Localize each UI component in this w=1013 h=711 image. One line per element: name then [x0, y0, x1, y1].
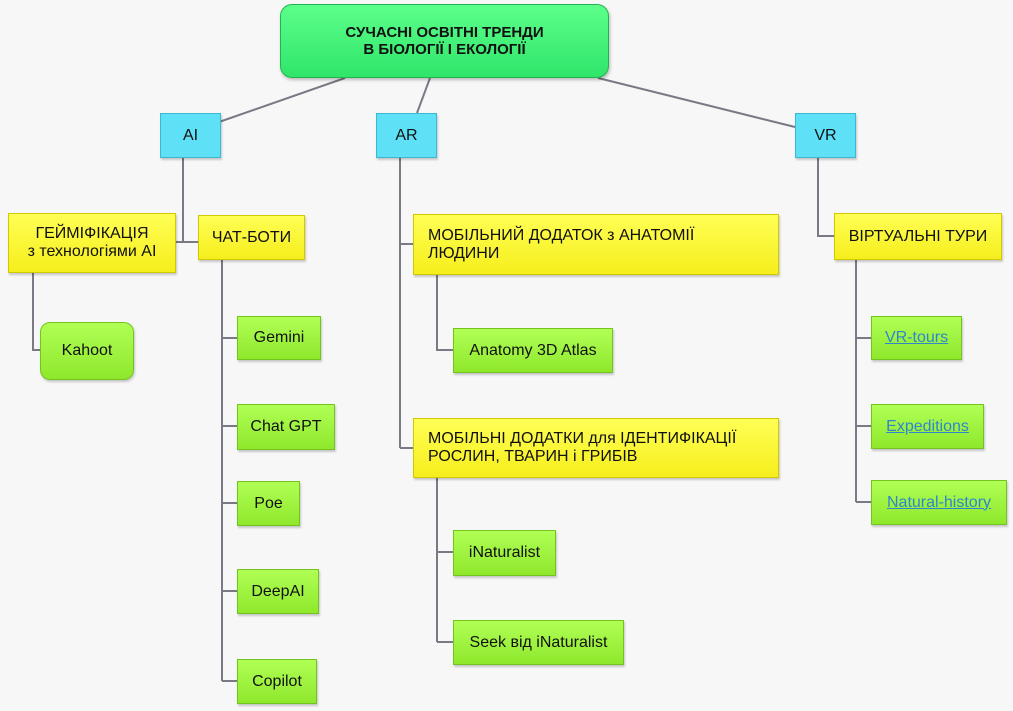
natural-history-link[interactable]: Natural-history [886, 493, 992, 511]
vr-link-expeditions: Expeditions [871, 404, 984, 449]
root-node: СУЧАСНІ ОСВІТНІ ТРЕНДИ В БІОЛОГІЇ І ЕКОЛ… [280, 4, 609, 78]
connector-anatomy-atlas [436, 275, 453, 351]
bot-chatgpt: Chat GPT [237, 404, 335, 450]
bot-copilot: Copilot [237, 659, 317, 704]
root-title-line2: В БІОЛОГІЇ І ЕКОЛОГІЇ [363, 41, 526, 58]
id-apps-node: МОБІЛЬНІ ДОДАТКИ для ІДЕНТИФІКАЦІЇ РОСЛИ… [413, 418, 779, 478]
bot-gemini: Gemini [237, 316, 321, 360]
expeditions-link[interactable]: Expeditions [886, 417, 969, 435]
id-apps-line2: РОСЛИН, ТВАРИН і ГРИБІВ [428, 448, 638, 465]
category-ar: AR [376, 113, 437, 158]
bot-poe: Poe [237, 481, 300, 526]
connector-root-vr [597, 77, 796, 128]
virtual-tours-node: ВІРТУАЛЬНІ ТУРИ [834, 213, 1002, 260]
connector-vr-tours [817, 158, 834, 237]
chatbots-node: ЧАТ-БОТИ [198, 215, 305, 260]
connector-ai-chatbots [182, 158, 198, 243]
anatomy-app-line2: ЛЮДИНИ [428, 244, 500, 262]
bot-deepai: DeepAI [237, 569, 319, 614]
gamification-node: ГЕЙМІФІКАЦІЯ з технологіями AI [8, 213, 176, 273]
gamification-line1: ГЕЙМІФІКАЦІЯ [35, 225, 149, 242]
inaturalist-node: iNaturalist [453, 530, 556, 576]
connector-gamification-kahoot [32, 273, 40, 351]
anatomy-app-line1: МОБІЛЬНИЙ ДОДАТОК з АНАТОМІЇ [428, 226, 695, 244]
vr-link-vr-tours: VR-tours [871, 316, 962, 360]
connector-root-ar [416, 77, 431, 114]
id-apps-line1: МОБІЛЬНІ ДОДАТКИ для ІДЕНТИФІКАЦІЇ [428, 430, 737, 447]
connector-root-ai [218, 77, 346, 123]
root-title-line1: СУЧАСНІ ОСВІТНІ ТРЕНДИ [345, 24, 544, 41]
vr-link-natural-history: Natural-history [871, 480, 1007, 525]
vr-tours-link[interactable]: VR-tours [884, 329, 949, 346]
category-vr: VR [795, 113, 856, 158]
gamification-line2: з технологіями AI [27, 243, 157, 260]
anatomy-app-node: МОБІЛЬНИЙ ДОДАТОК з АНАТОМІЇ ЛЮДИНИ [413, 214, 779, 275]
kahoot-node: Kahoot [40, 322, 134, 380]
anatomy-atlas-node: Anatomy 3D Atlas [453, 328, 613, 373]
seek-node: Seek від iNaturalist [453, 620, 624, 665]
category-ai: AI [160, 113, 221, 158]
